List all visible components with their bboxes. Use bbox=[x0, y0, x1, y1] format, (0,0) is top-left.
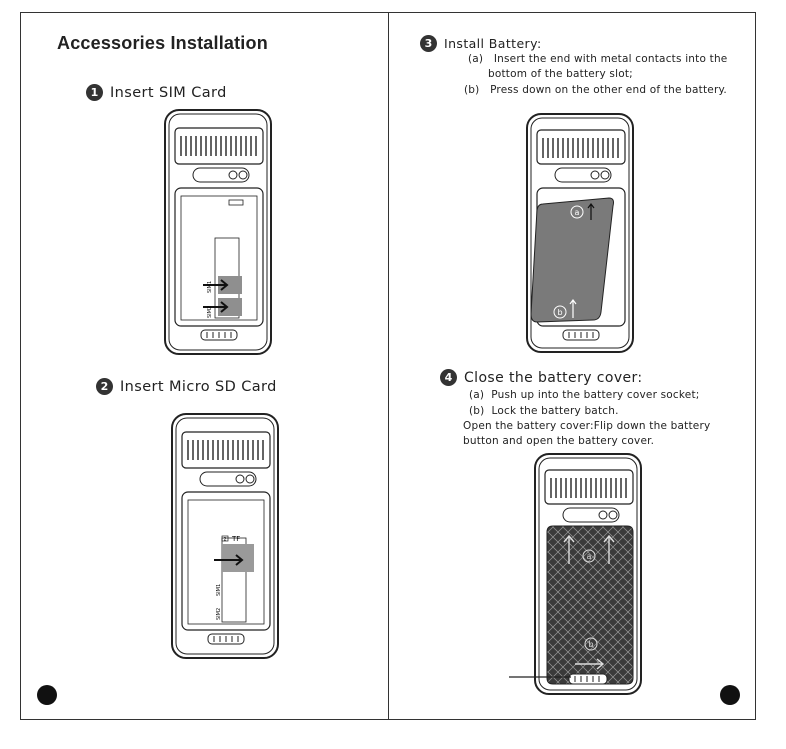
step-4-line-b: (b) Lock the battery batch. bbox=[469, 405, 619, 417]
tf-number: 2 bbox=[224, 537, 227, 543]
step-1-heading: 1 Insert SIM Card bbox=[86, 84, 227, 101]
battery-marker-a: a bbox=[575, 208, 580, 217]
pointer-line bbox=[509, 676, 571, 678]
sd-sim2-label: SIM2 bbox=[216, 608, 222, 620]
step-4-heading: 4 Close the battery cover: bbox=[440, 369, 643, 386]
page-divider bbox=[388, 12, 389, 720]
step-3-number: 3 bbox=[420, 35, 437, 52]
step-3-line-a: (a) Insert the end with metal contacts i… bbox=[468, 53, 728, 65]
page-title: Accessories Installation bbox=[57, 33, 268, 53]
step-2-label: Insert Micro SD Card bbox=[120, 378, 277, 395]
page-corner-dot-left bbox=[37, 685, 57, 705]
step-4-line-c: Open the battery cover:Flip down the bat… bbox=[463, 420, 711, 432]
step-3-line-b: (b) Press down on the other end of the b… bbox=[464, 84, 727, 96]
battery-marker-b: b bbox=[557, 308, 562, 317]
step-4-line-a: (a) Push up into the battery cover socke… bbox=[469, 389, 700, 401]
phone-cover-diagram: a b bbox=[534, 453, 642, 695]
cover-marker-b: b bbox=[588, 640, 593, 649]
step-1-label: Insert SIM Card bbox=[110, 84, 227, 101]
step-1-number: 1 bbox=[86, 84, 103, 101]
step-2-number: 2 bbox=[96, 378, 113, 395]
page-corner-dot-right bbox=[720, 685, 740, 705]
step-4-line-d: button and open the battery cover. bbox=[463, 435, 655, 447]
phone-battery-diagram: a b bbox=[526, 113, 634, 353]
phone-sd-diagram: 2 TF SIM1 SIM2 bbox=[171, 413, 279, 659]
step-3-heading: 3 Install Battery: bbox=[420, 35, 542, 52]
phone-sim-diagram: SIM1 SIM2 bbox=[164, 109, 272, 355]
step-4-number: 4 bbox=[440, 369, 457, 386]
cover-marker-a: a bbox=[587, 552, 592, 561]
step-3-line-a2: bottom of the battery slot; bbox=[488, 68, 633, 80]
step-4-label: Close the battery cover: bbox=[464, 369, 643, 386]
tf-label: TF bbox=[231, 535, 240, 543]
sim1-label: SIM1 bbox=[207, 281, 213, 293]
step-3-label: Install Battery: bbox=[444, 36, 542, 51]
step-2-heading: 2 Insert Micro SD Card bbox=[96, 378, 277, 395]
sim2-label: SIM2 bbox=[207, 306, 213, 318]
sd-sim1-label: SIM1 bbox=[216, 584, 222, 596]
